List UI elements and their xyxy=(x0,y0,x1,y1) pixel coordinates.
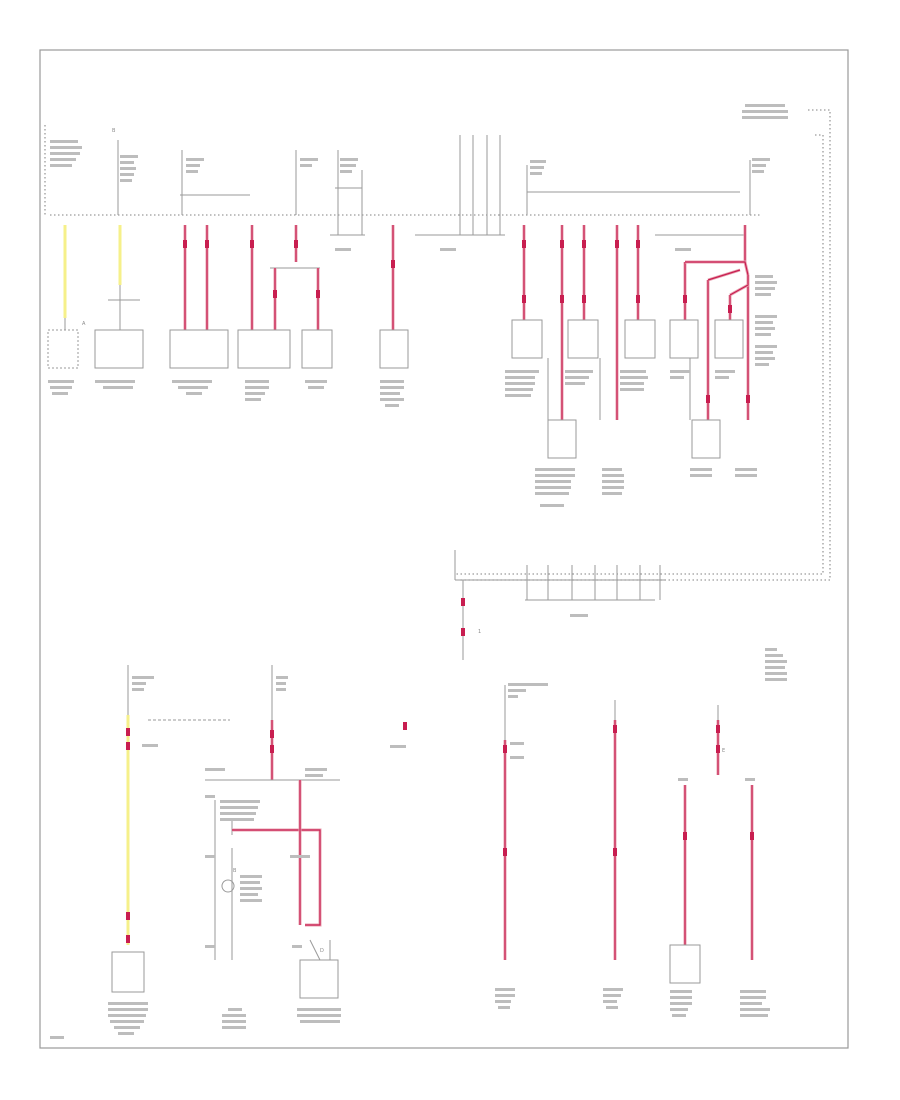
component-box-7 xyxy=(511,319,543,359)
relay-coil xyxy=(221,879,235,893)
pink-branch-right-core xyxy=(685,261,749,296)
component-box-6 xyxy=(379,329,409,369)
lower-pink-wires xyxy=(503,720,754,960)
component-box-3 xyxy=(169,329,229,369)
connector-markers-top xyxy=(183,240,750,403)
gray-drops xyxy=(64,285,691,420)
component-box-1 xyxy=(47,329,79,369)
pink-mid-2-core xyxy=(232,829,321,926)
component-box-15 xyxy=(299,959,339,999)
component-box-12 xyxy=(547,419,577,459)
component-box-8 xyxy=(567,319,599,359)
component-box-11 xyxy=(714,319,744,359)
component-box-5 xyxy=(301,329,333,369)
component-box-13 xyxy=(691,419,721,459)
lower-right-stubs xyxy=(504,685,719,740)
component-box-10 xyxy=(669,319,699,359)
component-box-9 xyxy=(624,319,656,359)
relay-switch xyxy=(309,939,331,961)
component-box-2 xyxy=(94,329,144,369)
connector-label-e: E xyxy=(722,748,725,754)
mid-switch-leads xyxy=(214,800,233,960)
lower-connector-markers xyxy=(126,722,754,943)
connector-label-b2: B xyxy=(233,868,237,874)
diagram-frame xyxy=(39,49,849,1049)
splice-label: 1 xyxy=(478,629,481,635)
component-box-4 xyxy=(237,329,291,369)
top-components xyxy=(47,319,744,459)
right-routing-inner xyxy=(455,134,824,575)
top-pink-centerlines xyxy=(184,225,749,420)
label-marks-components xyxy=(48,370,757,507)
component-box-14 xyxy=(111,951,145,993)
connector-label-d: D xyxy=(320,948,324,954)
label-lower-bus xyxy=(570,614,588,617)
label-marks-lower xyxy=(50,648,787,1039)
top-pink-wires xyxy=(183,225,750,420)
stub-a xyxy=(117,135,751,235)
lower-stubs xyxy=(454,550,661,660)
label-marks-top xyxy=(50,104,788,366)
connector-label-a: A xyxy=(82,321,86,327)
component-box-16 xyxy=(669,944,701,984)
connector-label-b1: B xyxy=(112,128,116,134)
lower-connectors xyxy=(461,598,465,636)
